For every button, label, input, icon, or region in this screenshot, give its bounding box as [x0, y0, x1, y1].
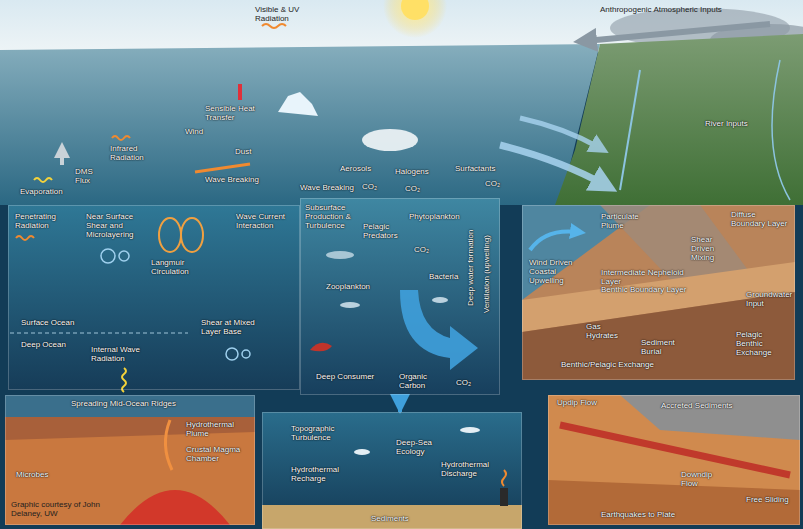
panel-label: Near Surface Shear and Microlayering	[86, 213, 156, 239]
panel-label: Free Sliding	[746, 496, 791, 505]
panel-label: Sediment Burial	[641, 339, 686, 357]
panel-label: Graphic courtesy of John Delaney, UW	[11, 501, 116, 519]
annotation-label: Evaporation	[20, 188, 80, 197]
ocean-panel: Penetrating Radiation Near Surface Shear …	[8, 205, 300, 390]
annotation-label: CO₂	[405, 185, 425, 194]
ocean-panel: Updip Flow Accreted SedimentsDowndip Flow…	[548, 395, 800, 525]
panel-label: Internal Wave Radiation	[91, 346, 151, 364]
panel-label: Hydrothermal Plume	[186, 421, 251, 439]
panel-label: Deep water formation	[467, 230, 476, 306]
annotation-label: Wave Breaking	[205, 176, 265, 185]
panel-label: Microbes	[16, 471, 56, 480]
panel-label: Shear Driven Mixing	[691, 236, 736, 262]
panel-label: Pelagic Benthic Exchange	[736, 331, 791, 357]
panel-label: Pelagic Predators	[363, 223, 405, 241]
annotation-label: Wave Breaking	[300, 184, 360, 193]
annotation-label: Anthropogenic Atmospheric Inputs	[600, 6, 760, 15]
panel-label: Bacteria	[429, 273, 465, 282]
panel-label: Shear at Mixed Layer Base	[201, 319, 276, 337]
carbon-flux-arrow	[398, 395, 402, 412]
panel-label: Deep-Sea Ecology	[396, 439, 446, 457]
ocean-panel: Topographic TurbulenceDeep-Sea EcologyHy…	[262, 412, 522, 529]
panel-label: Earthquakes to Plate	[601, 511, 691, 520]
annotation-label: Dust	[235, 148, 265, 157]
ocean-panel: Spreading Mid-Ocean RidgesHydrothermal P…	[5, 395, 255, 525]
panel-label: Diffuse Boundary Layer	[731, 211, 791, 229]
panel-label: CO₂	[414, 246, 434, 255]
annotation-label: Aerosols	[340, 165, 380, 174]
annotation-label: CO₂	[485, 180, 505, 189]
panel-label: Wave Current Interaction	[236, 213, 296, 231]
panel-label: Accreted Sediments	[661, 402, 741, 411]
panel-label: Hydrothermal Discharge	[441, 461, 501, 479]
panel-label: Organic Carbon	[399, 373, 439, 391]
annotation-label: Halogens	[395, 168, 435, 177]
ocean-panel: Subsurface Production & TurbulencePelagi…	[300, 198, 500, 395]
panel-label: Groundwater Input	[746, 291, 791, 309]
panel-label: Subsurface Production & Turbulence	[305, 204, 357, 230]
panel-label: Ventilation (upwelling)	[483, 235, 492, 313]
panel-label: Langmuir Circulation	[151, 259, 221, 277]
panel-label: Sediments	[371, 515, 421, 524]
annotation-label: Wind	[185, 128, 215, 137]
annotation-label: DMS Flux	[75, 168, 105, 186]
annotation-label: Sensible Heat Transfer	[205, 105, 265, 123]
ocean-panel: Particulate Plume Diffuse Boundary LayerW…	[522, 205, 795, 380]
panel-label: Crustal Magma Chamber	[186, 446, 246, 464]
panel-label: Penetrating Radiation	[15, 213, 65, 231]
annotation-label: CO₂	[362, 183, 382, 192]
panel-label: Deep Ocean	[21, 341, 91, 350]
panel-label: Wind Driven Coastal Upwelling	[529, 259, 584, 285]
panel-label: Spreading Mid-Ocean Ridges	[71, 400, 201, 409]
panel-label: Updip Flow	[557, 399, 602, 408]
panel-label: Downdip Flow	[681, 471, 726, 489]
panel-label: CO₂	[456, 379, 476, 388]
panel-label: Particulate Plume	[601, 213, 661, 231]
panel-label: Hydrothermal Recharge	[291, 466, 351, 484]
panel-label: Deep Consumer	[316, 373, 381, 382]
annotation-label: Visible & UV Radiation	[255, 6, 325, 24]
panel-label: Surface Ocean	[21, 319, 91, 328]
annotation-label: Surfactants	[455, 165, 505, 174]
panel-label: Intermediate Nepheloid Layer	[601, 269, 691, 287]
annotation-label: Infrared Radiation	[110, 145, 160, 163]
annotation-label: River Inputs	[705, 120, 765, 129]
panel-label: Topographic Turbulence	[291, 425, 351, 443]
panel-label: Phytoplankton	[409, 213, 464, 222]
panel-label: Zooplankton	[326, 283, 381, 292]
panel-label: Benthic/Pelagic Exchange	[561, 361, 671, 370]
panel-label: Gas Hydrates	[586, 323, 631, 341]
panel-label: Benthic Boundary Layer	[601, 286, 691, 295]
